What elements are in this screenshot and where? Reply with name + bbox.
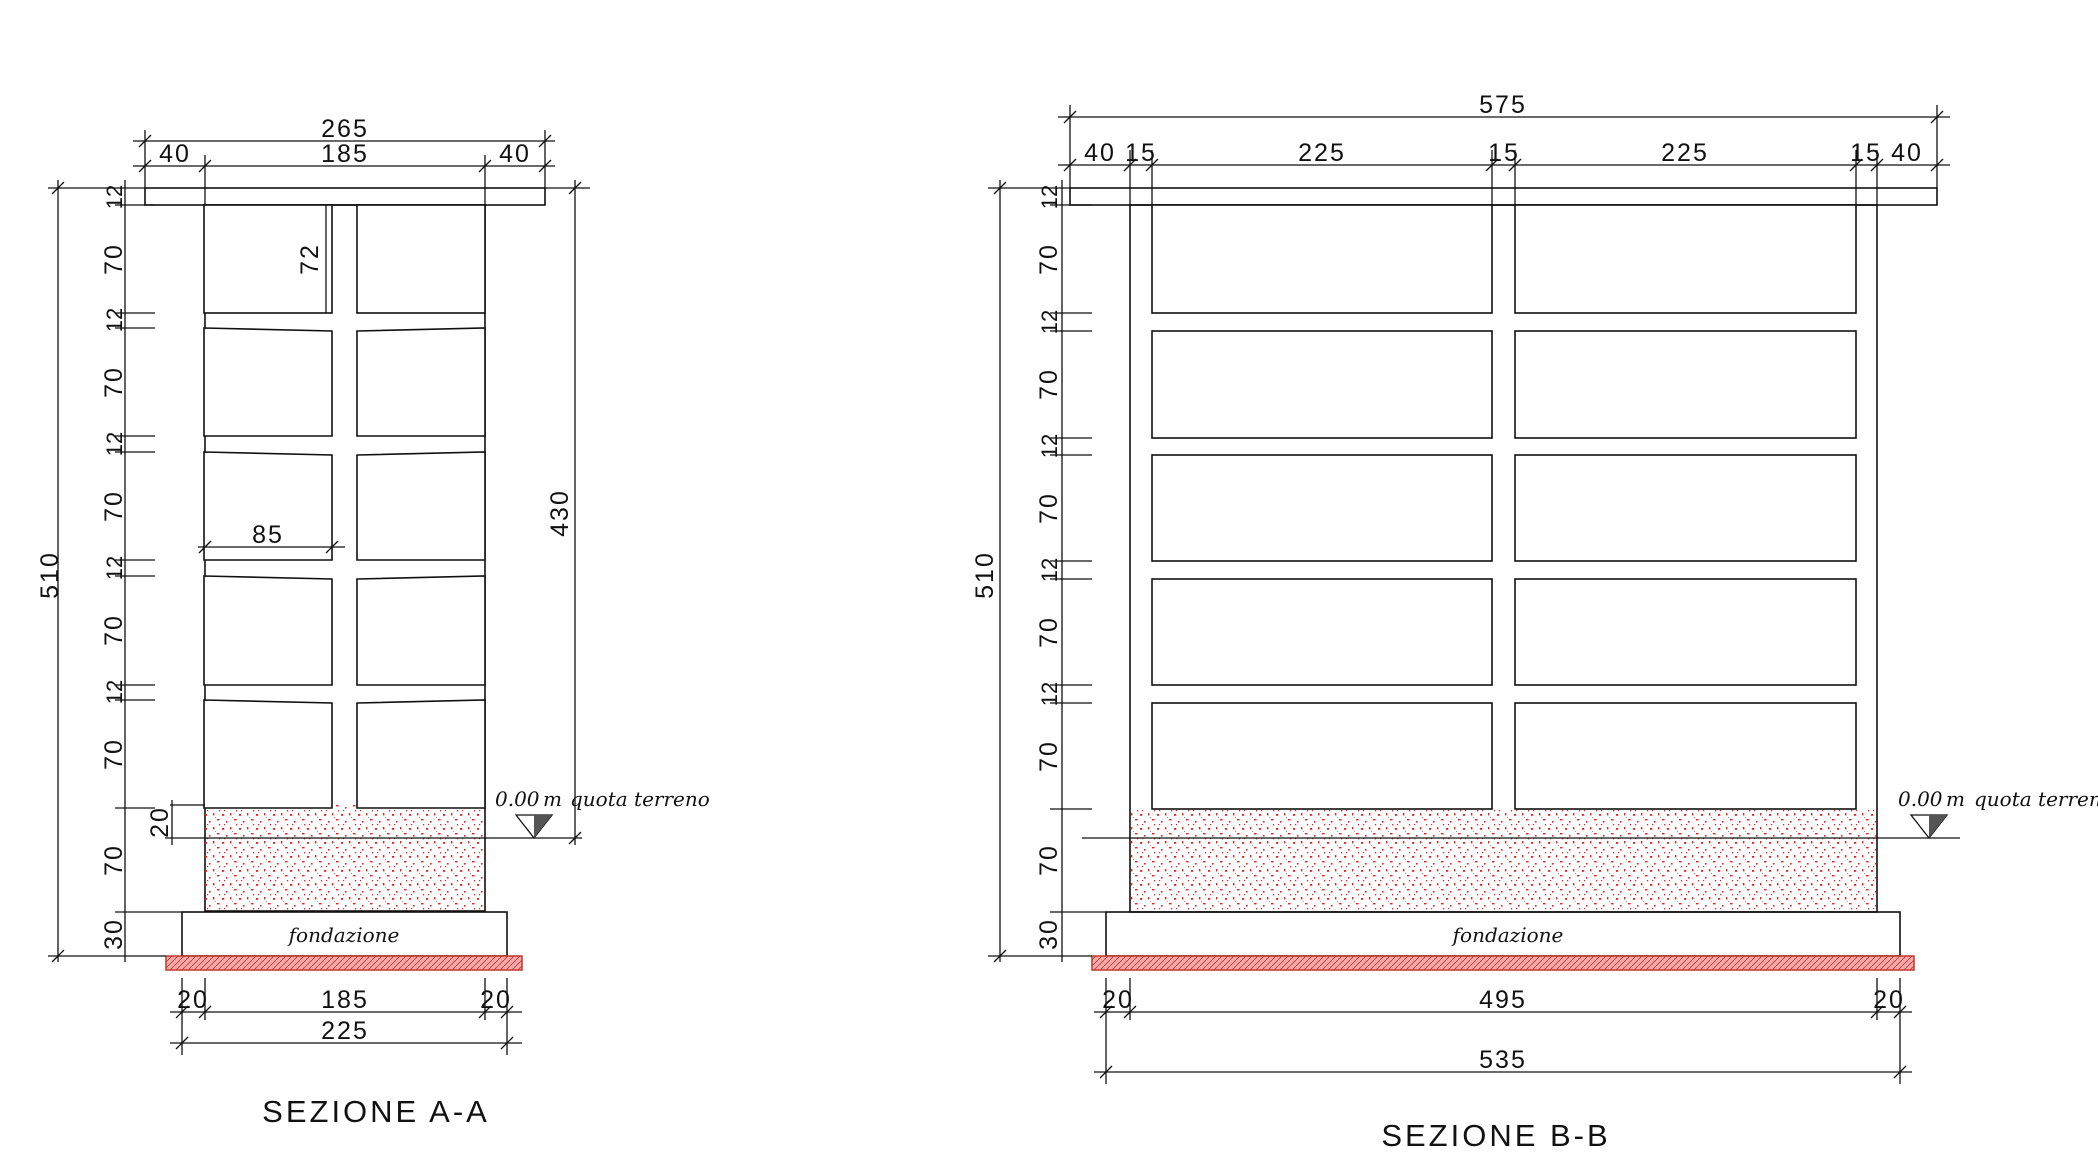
section-a-dim-bottom-middle: 185 [321,986,369,1014]
section-b-height-dimensions: 510 12 70 12 70 12 70 12 70 12 70 70 30 [971,180,1106,963]
section-b-dim-overall-width: 575 [1479,91,1527,119]
section-a-plinth [205,805,485,912]
section-b-dim-cell-5: 70 [1035,740,1063,772]
section-b-dim-bottom-right: 20 [1873,986,1905,1014]
section-a-dim-slab-2: 12 [102,432,127,456]
section-a-bottom-dimensions: 20 185 20 225 [170,978,522,1055]
section-a-dim-above-ground: 430 [546,489,574,537]
section-a-cells [203,204,486,809]
section-b-dim-left-wall: 15 [1125,139,1157,167]
section-a-dim-slab-4: 12 [102,680,127,704]
section-b-dim-right-wall: 15 [1850,139,1882,167]
section-b-dim-bottom-middle: 495 [1479,986,1527,1014]
section-a-ground-level-marker: 0.00 m quota terreno [495,787,710,840]
section-a-dim-cell-3: 70 [100,490,128,522]
section-a-dim-ground-offset: 20 [146,806,174,838]
section-a-ground-level-value: 0.00 [495,787,540,811]
section-b-dim-slab-top: 12 [1037,185,1062,209]
section-b-dim-bottom-overall: 535 [1479,1046,1527,1074]
section-a-dim-right-overhang: 40 [499,140,531,168]
section-b-dim-right-overhang: 40 [1891,139,1923,167]
section-a-dim-left-overhang: 40 [159,140,191,168]
section-a-dim-interior-cell: 72 [296,243,324,275]
section-a-dim-total-height: 510 [36,551,64,599]
section-b-dim-bottom-left: 20 [1102,986,1134,1014]
section-a-height-dimensions: 510 12 70 12 70 12 70 12 70 12 70 70 30 [36,180,182,963]
section-b: fondazione 575 40 15 [971,91,2098,1153]
section-b-dim-cell-3: 70 [1035,492,1063,524]
section-b-dim-slab-1: 12 [1037,310,1062,334]
section-b-ground-level-text: quota terreno [1974,787,2098,811]
section-b-caption: SEZIONE B-B [1381,1118,1610,1153]
section-a-dim-middle: 185 [321,140,369,168]
section-b-dim-total-height: 510 [971,551,999,599]
section-b-top-dimensions: 575 40 15 225 15 225 15 40 [1058,91,1950,205]
section-a-dim-cell-4: 70 [100,614,128,646]
section-a-dim-bottom-right: 20 [480,986,512,1014]
section-a-dim-cell-1: 70 [100,243,128,275]
section-a-caption: SEZIONE A-A [262,1094,490,1129]
section-a-dim-bottom-overall: 225 [321,1017,369,1045]
section-b-ground-level-marker: 0.00 m quota terreno [1898,787,2098,840]
section-a-foundation-label: fondazione [287,923,400,947]
section-a-dim-foundation: 30 [100,918,128,950]
section-b-dim-left-overhang: 40 [1084,139,1116,167]
section-b-dim-mid-wall: 15 [1488,139,1520,167]
section-b-plinth [1130,810,1877,912]
section-a-lean-concrete [165,955,523,971]
section-b-dim-left-bay: 225 [1298,139,1346,167]
section-b-dim-slab-2: 12 [1037,434,1062,458]
section-a-dim-bottom-left: 20 [177,986,209,1014]
section-a-ground-level-unit: m [543,787,562,811]
section-a-dim-plinth: 70 [100,844,128,876]
section-b-dim-foundation: 30 [1035,918,1063,950]
section-b-dim-slab-3: 12 [1037,558,1062,582]
section-a-dim-overall-width: 265 [321,115,369,143]
section-a-dim-slab-1: 12 [102,308,127,332]
section-b-dim-right-bay: 225 [1661,139,1709,167]
section-a-dim-cell-5: 70 [100,738,128,770]
section-b-foundation-label: fondazione [1451,923,1564,947]
section-b-ground-level-unit: m [1946,787,1965,811]
section-a-dim-cell-width: 85 [252,521,284,549]
section-b-bottom-dimensions: 20 495 20 535 [1094,978,1912,1084]
section-a-dim-slab-top: 12 [102,185,127,209]
section-b-dim-cell-1: 70 [1035,243,1063,275]
section-b-dim-plinth: 70 [1035,844,1063,876]
section-b-lean-concrete [1091,955,1915,971]
section-b-dim-slab-4: 12 [1037,682,1062,706]
section-b-cells [1151,204,1857,810]
section-a-ground-level-text: quota terreno [570,787,710,811]
section-a-dim-slab-3: 12 [102,556,127,580]
section-b-dim-cell-4: 70 [1035,616,1063,648]
section-a: fondazione 265 40 185 40 [36,115,710,1129]
section-b-ground-level-value: 0.00 [1898,787,1943,811]
section-a-top-dimensions: 265 40 185 40 [133,115,555,205]
section-a-dim-cell-2: 70 [100,366,128,398]
section-b-dim-cell-2: 70 [1035,368,1063,400]
section-b-top-slab [1069,187,1938,206]
